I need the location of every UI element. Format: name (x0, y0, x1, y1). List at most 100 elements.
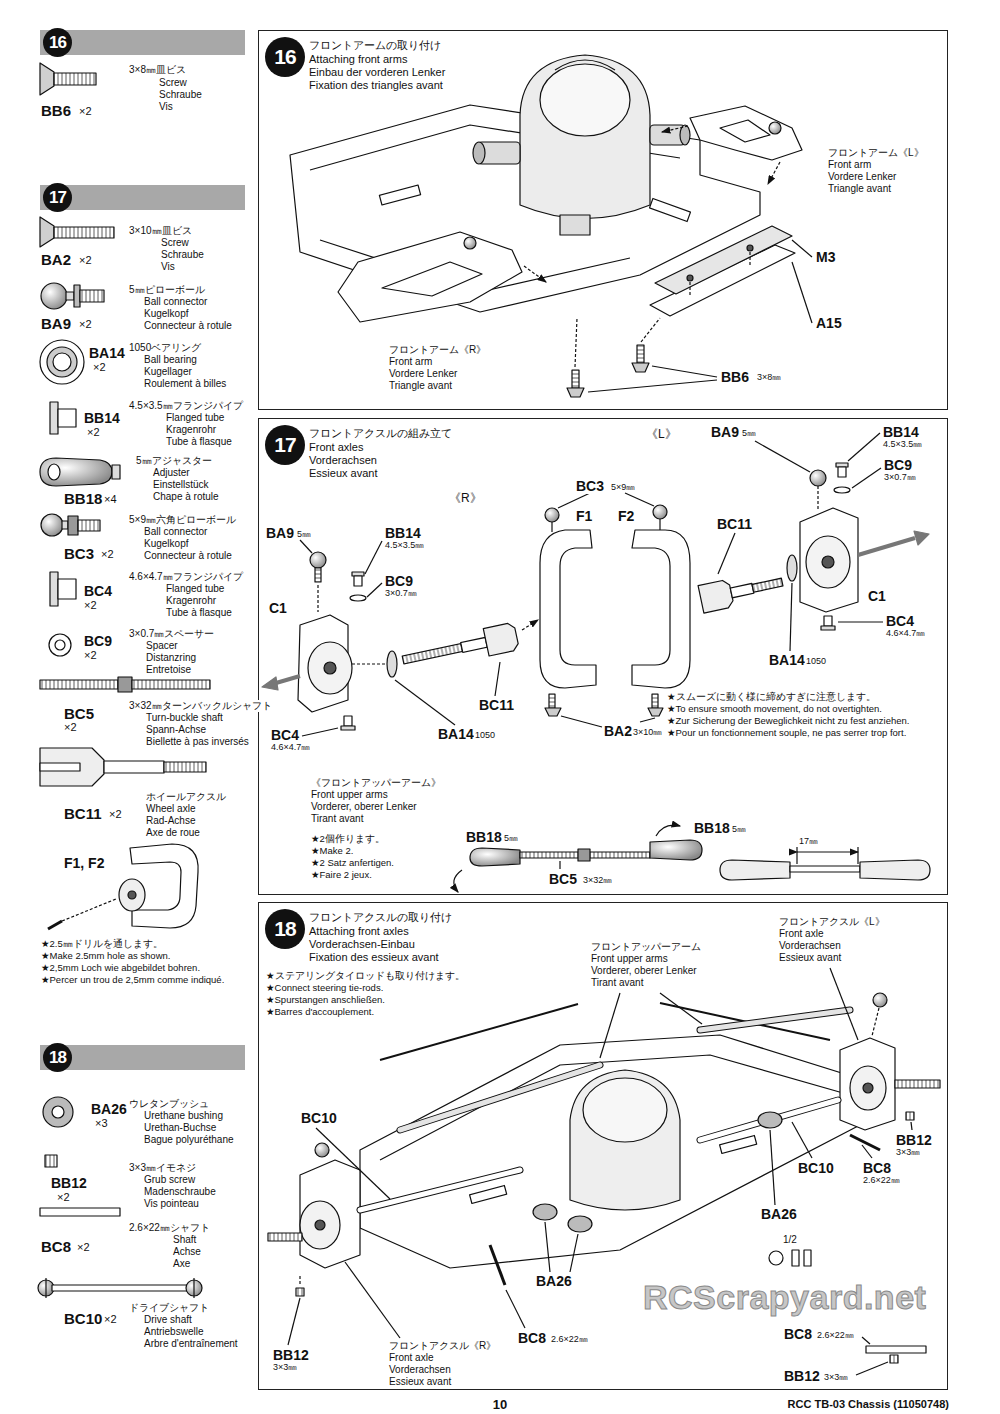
axle-assembly-drawing (315, 1143, 329, 1157)
knuckle-drill-icon (62, 899, 116, 921)
part-name: 4.6×4.7㎜ (885, 628, 926, 638)
part-name: 3×3㎜ (895, 1147, 921, 1157)
note: ★To ensure smooth movement, do not overt… (666, 704, 883, 715)
upper-arm-drawing (454, 870, 462, 892)
part-code: BC9 (384, 573, 414, 589)
hex-ball-connector-icon (41, 514, 100, 536)
front-arm-drawing (338, 106, 802, 322)
grub-screw-icon (45, 1155, 57, 1167)
adjuster-icon (40, 458, 112, 486)
step-number: 17 (43, 183, 72, 212)
knuckle-drawing (483, 622, 519, 656)
part-code: BB18 (465, 829, 503, 845)
part-code: BB18 (693, 820, 731, 836)
turnbuckle-icon (40, 680, 118, 689)
screw-icon (40, 63, 96, 95)
axle-assembly-drawing (288, 1298, 300, 1345)
knuckle-drawing (698, 568, 785, 613)
part-code: BC5 (63, 705, 95, 722)
step-title: フロントアクスルの組み立て (309, 427, 452, 440)
quantity: ×2 (56, 1191, 71, 1204)
part-name: 4.5×3.5㎜ (384, 540, 425, 550)
part-name: Schraube (158, 89, 203, 101)
step-title: Attaching front arms (309, 53, 407, 66)
part-name: Vorderachsen (778, 940, 842, 952)
upper-arm-drawing (857, 847, 858, 864)
part-name: ドライブシャフト (128, 1302, 210, 1314)
part-name: 3×0.7㎜ (883, 472, 917, 482)
knuckle-drawing (354, 576, 362, 586)
knuckle-drawing (315, 568, 321, 582)
axle-assembly-drawing (830, 968, 858, 1040)
bushing-half-icon (769, 1251, 783, 1265)
knuckle-carrier-drawing (625, 493, 654, 506)
knuckle-drawing (310, 552, 326, 568)
upper-arm-drawing (600, 993, 620, 1058)
knuckle-drawing (718, 533, 735, 574)
chassis-drawing (520, 55, 650, 219)
part-name: Spann-Achse (145, 724, 207, 736)
turnbuckle-icon (118, 677, 132, 692)
axle-assembly-drawing (873, 993, 887, 1007)
drawing-part (38, 55, 940, 1375)
axle-assembly-drawing (568, 1216, 592, 1232)
knuckle-drawing (800, 508, 858, 612)
screw-drawing (572, 370, 579, 388)
axle-assembly-drawing (268, 968, 940, 1345)
front-arm-drawing (768, 162, 780, 184)
part-name: Urethan-Buchse (143, 1122, 217, 1134)
step-number: 18 (274, 917, 295, 941)
hex-ball-connector-icon (41, 514, 63, 536)
upper-arm-drawing (470, 848, 520, 866)
upper-arm-drawing (400, 993, 850, 1130)
part-code: BC8 (862, 1160, 892, 1176)
screw-drawing (567, 318, 717, 397)
note: ★Zur Sicherung der Beweglichkeit nicht z… (666, 716, 910, 727)
axle-assembly-drawing (299, 1276, 300, 1286)
axle-assembly-drawing (300, 1160, 360, 1268)
knuckle-drawing (300, 540, 312, 553)
arm-mount-drawing (749, 252, 750, 266)
part-code: BC3 (63, 545, 95, 562)
screw-icon (40, 63, 54, 95)
knuckle-carrier-drawing (558, 493, 590, 508)
part-name: Biellette à pas inversés (145, 736, 250, 748)
hex-ball-connector-icon (78, 520, 100, 531)
screw-drawing (588, 380, 717, 392)
step-panel: フロントアームの取り付けAttaching front armsEinbau d… (258, 30, 948, 410)
part-code: BC8 (40, 1238, 72, 1255)
note: ★Barres d'accouplement. (265, 1007, 375, 1018)
chassis-drawing (360, 1003, 880, 1268)
step-title: フロントアクスルの取り付け (309, 911, 452, 924)
bushing-half-icon (804, 1250, 811, 1266)
part-name: 3×32㎜ターンバックルシャフト (128, 700, 273, 712)
part-name: Front upper arms (310, 789, 389, 801)
knuckle-carrier-drawing (545, 508, 559, 522)
part-name: Front axle (778, 928, 824, 940)
flanged-tube-icon (50, 572, 76, 606)
knuckle-drawing (276, 676, 300, 683)
chassis-drawing (555, 60, 615, 70)
part-code: BC9 (883, 457, 913, 473)
part-name: Flanged tube (165, 583, 225, 595)
axle-assembly-drawing (850, 1066, 886, 1110)
turnbuckle-icon (40, 677, 210, 692)
part-code: BC10 (797, 1160, 835, 1176)
axle-assembly-drawing (862, 1145, 872, 1158)
chassis-drawing (720, 1135, 757, 1153)
part-code: BB6 (40, 102, 72, 119)
part-name: Spacer (145, 640, 179, 652)
axle-assembly-drawing (911, 1122, 912, 1130)
wheel-axle-icon (164, 762, 206, 772)
bushing-icon (43, 1097, 73, 1127)
quantity: ×2 (92, 361, 107, 374)
part-code: BC4 (885, 613, 915, 629)
part-name: Tube à flasque (165, 436, 233, 448)
arm-mount-drawing (650, 226, 812, 323)
part-name: Wheel axle (145, 803, 196, 815)
screw-drawing (632, 363, 649, 372)
part-name: Adjuster (152, 467, 191, 479)
quantity: ×2 (100, 548, 115, 561)
knuckle-drawing (302, 728, 338, 736)
knuckle-drawing (698, 433, 929, 651)
